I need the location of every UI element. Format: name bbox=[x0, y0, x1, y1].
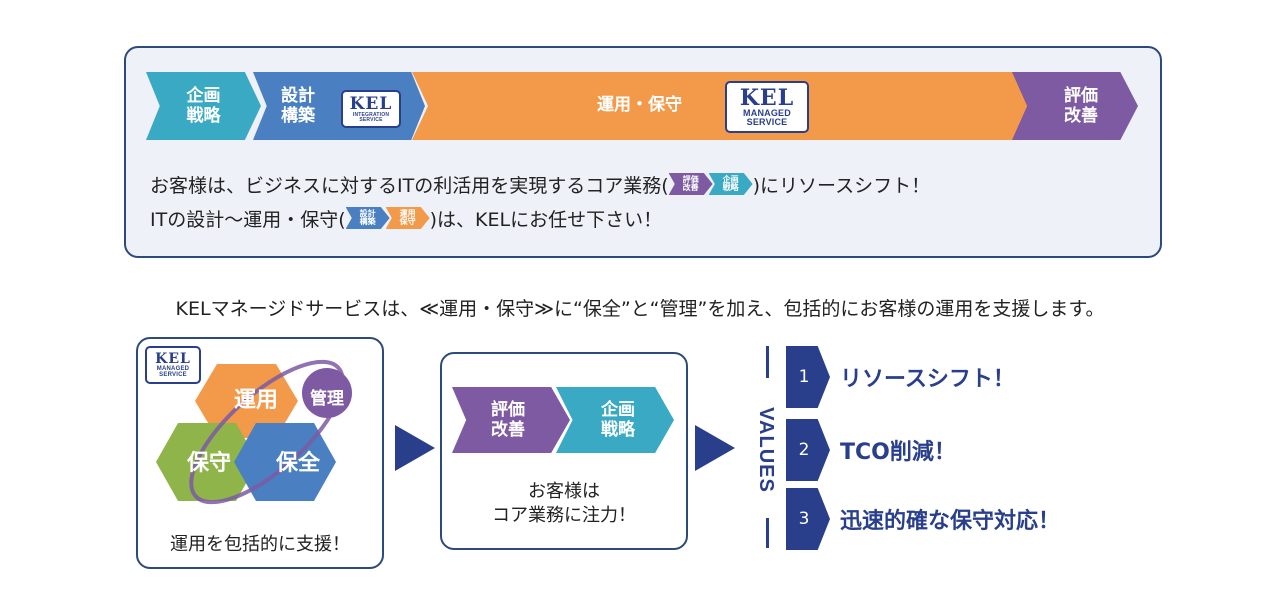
value-item-2: 2 TCO削減！ bbox=[786, 419, 956, 481]
mini-ops-chip-line1: 運用 bbox=[399, 209, 416, 218]
value-text-1: リソースシフト！ bbox=[840, 367, 1015, 392]
kel-integration-logo-line1: INTEGRATION bbox=[352, 111, 390, 118]
value-number-badge: 3 bbox=[786, 488, 830, 550]
value-number-1: 1 bbox=[798, 367, 810, 387]
box1-kel-logo-line2: SERVICE bbox=[159, 372, 187, 378]
flow-stage-design-line1: 設計 bbox=[281, 85, 315, 106]
mini-plan-chip-line1: 企画 bbox=[722, 175, 739, 184]
hexagon-ops-label: 運用 bbox=[233, 388, 278, 413]
mini-plan-chip-line2: 戦略 bbox=[722, 183, 739, 192]
value-text-3: 迅速的確な保守対応！ bbox=[840, 509, 1061, 534]
arrow-right-icon bbox=[695, 425, 735, 471]
flow-description-line1-after: )にリソースシフト！ bbox=[752, 174, 931, 197]
management-orbit bbox=[189, 359, 345, 505]
mini-ops-chip-line2: 保守 bbox=[399, 217, 416, 226]
focus-caption: お客様は コア業務に注力！ bbox=[440, 480, 688, 529]
flow-description-line1-before: お客様は、ビジネスに対するITの利活用を実現するコア業務( bbox=[150, 174, 669, 197]
box1-kel-logo-line1: MANAGED bbox=[156, 366, 190, 372]
values-line-top bbox=[766, 346, 769, 378]
value-number-badge: 1 bbox=[786, 346, 830, 408]
flow-description-line2-after: )は、KELにお任せ下さい！ bbox=[429, 208, 663, 231]
headline: KELマネージドサービスは、≪運用・保守≫に“保全”と“管理”を加え、包括的にお… bbox=[175, 298, 1105, 320]
kel-integration-logo: KEL INTEGRATION SERVICE bbox=[341, 90, 401, 128]
flow-description-line2-before: ITの設計～運用・保守( bbox=[150, 208, 346, 231]
box1-kel-logo: KEL MANAGED SERVICE bbox=[145, 346, 201, 384]
flow-stage-plan: 企画戦略 bbox=[146, 72, 261, 140]
mini-eval-chip-line1: 評価 bbox=[682, 175, 699, 184]
kel-managed-logo-line2: SERVICE bbox=[746, 117, 788, 127]
focus-eval-arrow: 評価改善 bbox=[452, 387, 570, 453]
kel-managed-logo-text: KEL bbox=[739, 85, 795, 111]
arrow-right-icon bbox=[395, 425, 435, 471]
value-number-2: 2 bbox=[798, 440, 810, 460]
mini-eval-chip: 評価改善 bbox=[668, 173, 713, 195]
focus-plan-arrow: 企画戦略 bbox=[556, 387, 674, 453]
focus-plan-arrow-line1: 企画 bbox=[601, 399, 635, 420]
value-number-3: 3 bbox=[798, 509, 810, 529]
mini-design-chip-line1: 設計 bbox=[359, 209, 376, 218]
values-line-bottom bbox=[766, 518, 769, 548]
flow-stage-eval-line1: 評価 bbox=[1064, 85, 1098, 106]
flow-stage-ops-label: 運用・保守 bbox=[597, 95, 682, 115]
flow-description-line2: ITの設計～運用・保守( 設計構築 運用保守 )は、KELにお任せ下さい！ bbox=[150, 205, 662, 231]
focus-caption-line1: お客様は bbox=[528, 481, 600, 502]
mini-design-chip-line2: 構築 bbox=[359, 217, 376, 226]
flow-stage-ops: 運用・保守 bbox=[412, 72, 1028, 140]
kel-integration-logo-text: KEL bbox=[349, 93, 393, 114]
kel-managed-logo: KEL MANAGED SERVICE bbox=[725, 81, 809, 133]
value-item-1: 1 リソースシフト！ bbox=[786, 346, 1015, 408]
support-caption: 運用を包括的に支援！ bbox=[170, 534, 350, 555]
flow-stage-plan-line1: 企画 bbox=[186, 85, 221, 106]
mini-plan-chip: 企画戦略 bbox=[708, 173, 753, 195]
focus-eval-arrow-line2: 改善 bbox=[491, 420, 525, 440]
hexagon-preserve-label: 保守 bbox=[186, 451, 231, 476]
hexagon-preserve bbox=[156, 423, 258, 501]
mini-eval-chip-line2: 改善 bbox=[682, 183, 699, 192]
value-text-2: TCO削減！ bbox=[840, 440, 956, 465]
kel-integration-logo-line2: SERVICE bbox=[359, 116, 383, 123]
management-circle bbox=[302, 368, 352, 418]
flow-stage-eval: 評価改善 bbox=[1012, 72, 1138, 140]
focus-eval-arrow-line1: 評価 bbox=[491, 399, 525, 420]
flow-stage-eval-line2: 改善 bbox=[1064, 106, 1098, 126]
value-item-3: 3 迅速的確な保守対応！ bbox=[786, 488, 1060, 550]
kel-managed-logo-line1: MANAGED bbox=[743, 108, 791, 118]
mini-design-chip: 設計構築 bbox=[345, 207, 390, 229]
flow-stage-design-line2: 構築 bbox=[281, 106, 315, 126]
mini-ops-chip: 運用保守 bbox=[385, 207, 430, 229]
flow-stage-plan-line2: 戦略 bbox=[186, 106, 221, 126]
focus-plan-arrow-line2: 戦略 bbox=[601, 420, 635, 440]
flow-description-line1: お客様は、ビジネスに対するITの利活用を実現するコア業務( 評価改善 企画戦略 … bbox=[150, 171, 930, 197]
hexagon-diagram bbox=[156, 359, 352, 505]
values-label: VALUES bbox=[755, 407, 777, 493]
value-number-badge: 2 bbox=[786, 419, 830, 481]
focus-caption-line2: コア業務に注力！ bbox=[492, 505, 636, 527]
management-label: 管理 bbox=[310, 389, 344, 409]
box1-kel-logo-text: KEL bbox=[155, 351, 191, 367]
hexagon-maintain-label: 保全 bbox=[275, 451, 320, 476]
